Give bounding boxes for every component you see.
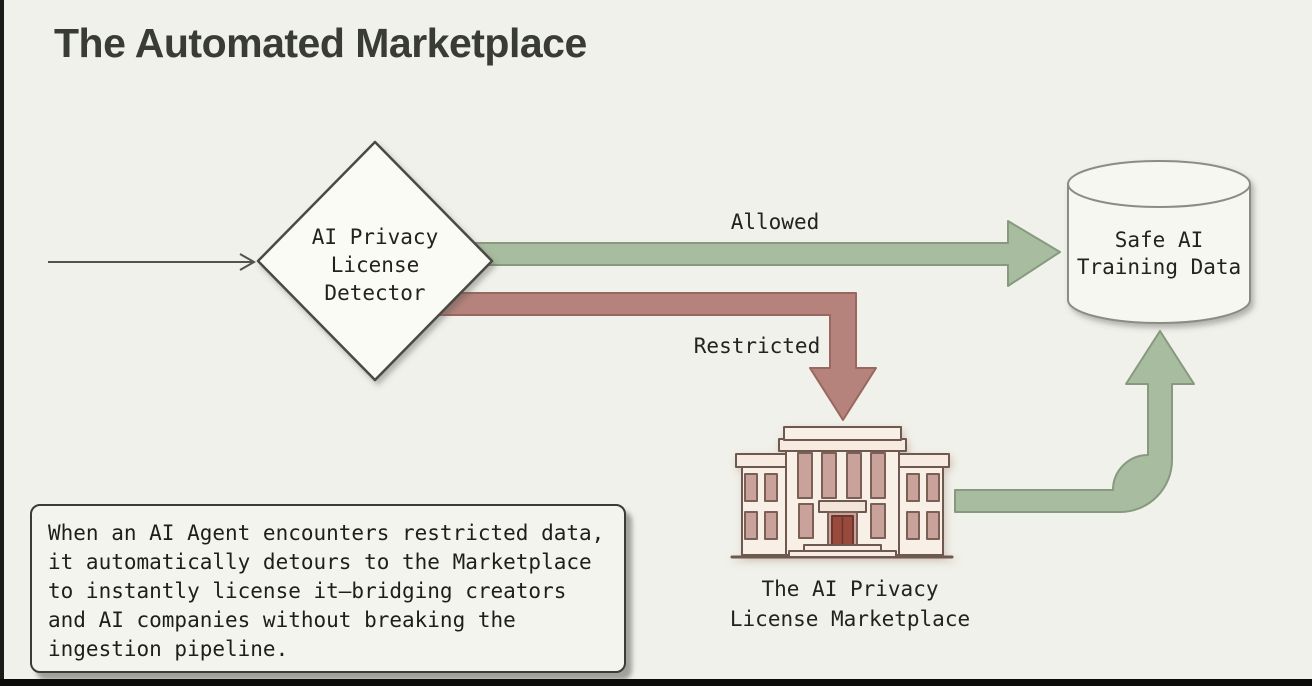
restricted-arrow (435, 292, 877, 421)
explanation-note: When an AI Agent encounters restricted d… (30, 504, 626, 673)
marketplace-label: The AI Privacy License Marketplace (718, 574, 982, 634)
marketplace-label-line: License Marketplace (729, 607, 971, 631)
allowed-edge-label: Allowed (730, 210, 820, 234)
bottom-letterbox-bar (0, 679, 1312, 686)
restricted-edge-label: Restricted (693, 334, 821, 358)
note-line: it automatically detours to the Marketpl… (48, 550, 592, 574)
allowed-arrow (451, 220, 1061, 287)
detector-label-line: AI Privacy (311, 225, 439, 249)
note-line: to instantly license it—bridging creator… (48, 579, 567, 603)
note-line: When an AI Agent encounters restricted d… (48, 521, 605, 545)
left-letterbox-strip (0, 0, 4, 686)
note-line: and AI companies without breaking the (48, 608, 516, 632)
detector-label: AI Privacy License Detector (265, 223, 485, 307)
database-label-line: Training Data (1076, 255, 1242, 279)
database-cylinder-icon (1067, 160, 1251, 324)
database-label: Safe AI Training Data (1059, 227, 1259, 281)
input-arrow (48, 253, 257, 271)
database-label-line: Safe AI (1114, 228, 1204, 252)
note-line: ingestion pipeline. (48, 637, 289, 661)
page-title: The Automated Marketplace (54, 20, 587, 66)
detector-diamond (256, 140, 494, 382)
license-return-arrow (954, 330, 1195, 513)
marketplace-building-icon (730, 426, 954, 559)
marketplace-label-line: The AI Privacy (761, 577, 939, 601)
detector-label-line: Detector (324, 281, 426, 305)
detector-label-line: License (330, 253, 420, 277)
